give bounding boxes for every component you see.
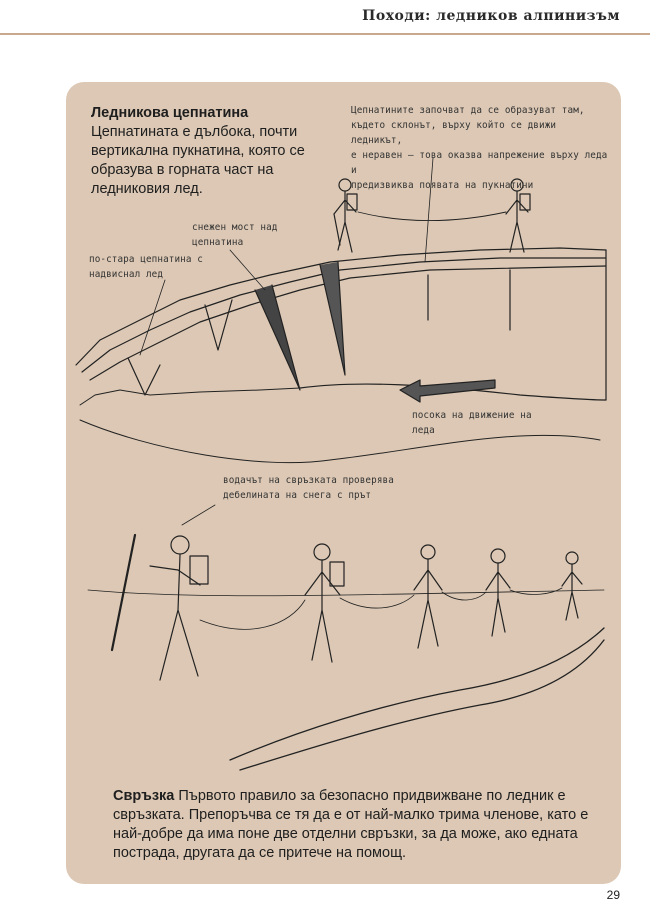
content-panel bbox=[66, 82, 621, 884]
glacier-cross-section bbox=[75, 247, 607, 464]
roped-team-term: Свръзка bbox=[113, 788, 175, 804]
running-header: Походи: ледников алпинизъм bbox=[362, 8, 620, 24]
crevasse-text: Цепнатината е дълбока, почти вертикална … bbox=[91, 124, 305, 197]
ice-direction-label: посока на движение на леда bbox=[412, 410, 532, 436]
old-crevasse-label: по-стара цепнатина с надвиснал лед bbox=[89, 254, 203, 280]
header-rule bbox=[0, 33, 650, 35]
leader-label: водачът на свръзката проверява дебелинат… bbox=[223, 475, 394, 501]
crevasse-term: Ледникова цепнатина bbox=[91, 105, 249, 121]
roped-team-text: Първото правило за безопасно придвижване… bbox=[113, 788, 589, 861]
ice-direction-arrow bbox=[399, 379, 496, 403]
crevasse-paragraph: Ледникова цепнатина Цепнатината е дълбок… bbox=[91, 104, 306, 199]
page-number: 29 bbox=[606, 888, 620, 902]
snow-bridge-label: снежен мост над цепнатина bbox=[192, 222, 278, 248]
upper-climbers bbox=[333, 178, 531, 253]
formation-label: Цепнатините започват да се образуват там… bbox=[351, 105, 608, 191]
roped-team-illustration bbox=[87, 533, 605, 771]
roped-team-paragraph: Свръзка Първото правило за безопасно при… bbox=[113, 787, 613, 863]
